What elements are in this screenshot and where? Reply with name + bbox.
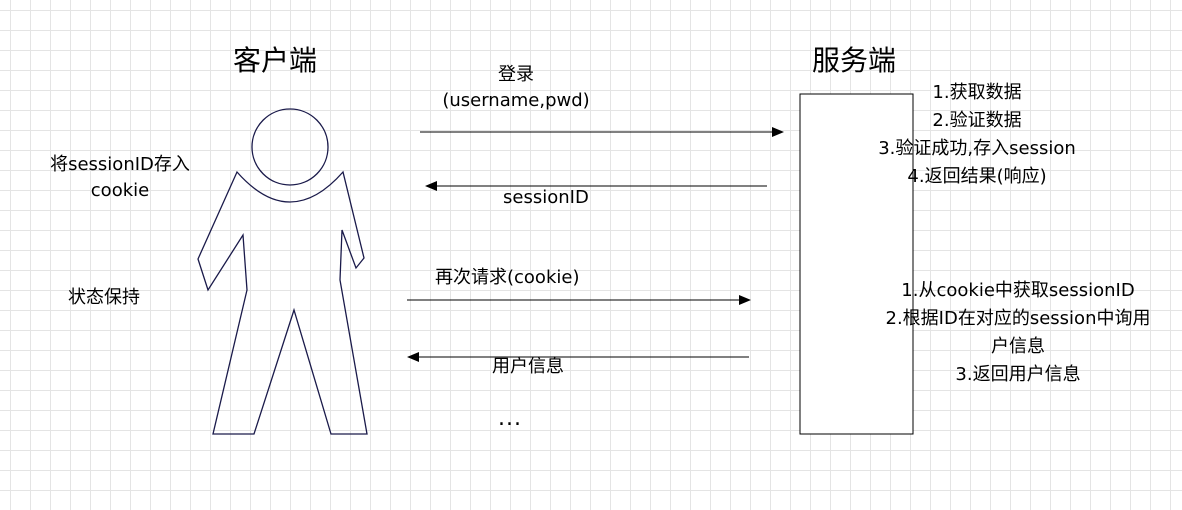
server-title: 服务端 [812, 44, 897, 77]
server-step-1: 1.获取数据 [932, 82, 1022, 103]
client-note-cookie-line1: 将sessionID存入 [50, 154, 190, 175]
server-step-4: 4.返回结果(响应) [907, 166, 1047, 187]
message-request-again: 再次请求(cookie) [435, 267, 580, 288]
server-steps-first: 1.获取数据 2.验证数据 3.验证成功,存入session 4.返回结果(响应… [852, 82, 1102, 194]
client-note-state: 状态保持 [68, 287, 140, 308]
message-ellipsis: ... [498, 406, 522, 431]
server-step-second-2: 2.根据ID在对应的session中询用 [885, 308, 1151, 329]
client-title: 客户端 [233, 44, 318, 77]
message-user-info: 用户信息 [492, 356, 564, 377]
actor-body [197, 170, 368, 435]
message-login: 登录 (username,pwd) [440, 64, 592, 111]
server-step-second-2-cont: 户信息 [991, 336, 1045, 357]
server-step-2: 2.验证数据 [932, 110, 1022, 131]
server-step-3: 3.验证成功,存入session [878, 138, 1076, 159]
actor-head [251, 108, 329, 186]
message-login-line1: 登录 [498, 64, 534, 85]
client-actor-figure [197, 108, 368, 435]
server-steps-second: 1.从cookie中获取sessionID 2.根据ID在对应的session中… [868, 280, 1168, 392]
server-box [799, 93, 914, 435]
server-step-second-3: 3.返回用户信息 [955, 364, 1081, 385]
client-note-cookie-line2: cookie [90, 179, 150, 201]
server-step-second-1: 1.从cookie中获取sessionID [901, 280, 1135, 301]
client-note-cookie: 将sessionID存入 cookie [46, 154, 194, 201]
message-login-line2: (username,pwd) [442, 89, 590, 111]
message-session-id: sessionID [503, 187, 589, 208]
